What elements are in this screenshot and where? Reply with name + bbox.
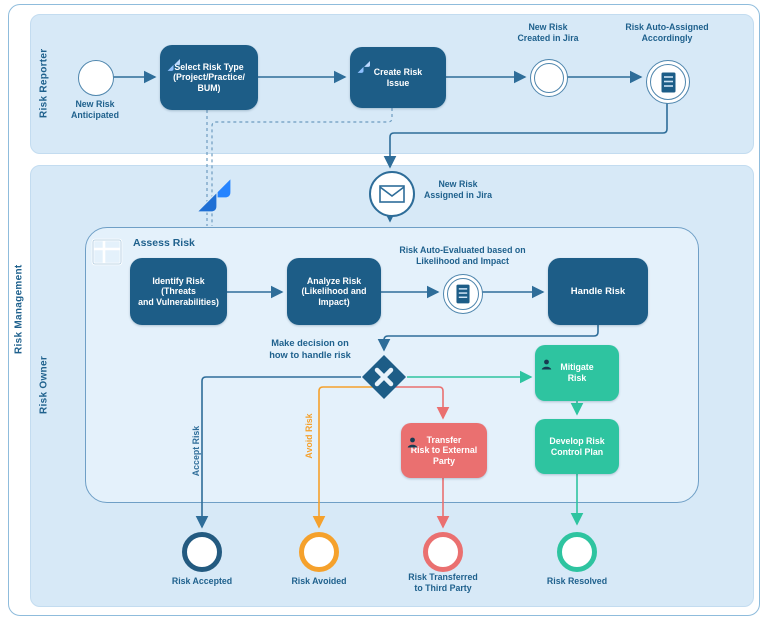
- list-document-icon: [661, 72, 675, 92]
- end-label-risk-resolved: Risk Resolved: [546, 576, 608, 586]
- event-risk-auto-evaluated[interactable]: [443, 274, 483, 314]
- event-inner-ring: [534, 63, 564, 93]
- task-mitigate-risk[interactable]: Mitigate Risk: [535, 345, 619, 401]
- end-label-risk-avoided: Risk Avoided: [291, 576, 347, 586]
- task-handle-risk[interactable]: Handle Risk: [548, 258, 648, 325]
- end-event-risk-avoided[interactable]: [299, 532, 339, 572]
- task-create-risk-issue[interactable]: Create Risk Issue: [350, 47, 446, 108]
- jira-icon: [356, 50, 371, 76]
- end-label-risk-transferred: Risk Transferred to Third Party: [408, 572, 478, 593]
- event-created-label: New Risk Created in Jira: [517, 22, 579, 43]
- event-new-risk-created[interactable]: [530, 59, 568, 97]
- envelope-icon: [379, 185, 405, 203]
- task-develop-plan-label: Develop Risk Control Plan: [549, 435, 605, 457]
- subprocess-title: Assess Risk: [133, 237, 195, 249]
- task-identify-risk-label: Identify Risk (Threats and Vulnerabiliti…: [138, 275, 219, 307]
- task-develop-risk-control-plan[interactable]: Develop Risk Control Plan: [535, 419, 619, 474]
- lane-risk-owner-label: Risk Owner: [38, 355, 50, 415]
- event-inner-ring: [650, 64, 686, 100]
- task-transfer-risk[interactable]: Transfer Risk to External Party: [401, 423, 487, 478]
- edge-label-avoid-risk: Avoid Risk: [304, 413, 314, 459]
- task-create-risk-issue-label: Create Risk Issue: [373, 66, 423, 88]
- table-icon: [91, 238, 123, 271]
- end-event-risk-accepted[interactable]: [182, 532, 222, 572]
- event-auto-assigned-label: Risk Auto-Assigned Accordingly: [625, 22, 709, 43]
- event-risk-auto-assigned[interactable]: [646, 60, 690, 104]
- gateway-label: Make decision on how to handle risk: [269, 338, 351, 360]
- jira-icon: [166, 48, 181, 74]
- start-event-label: New Risk Anticipated: [71, 99, 119, 120]
- end-label-risk-accepted: Risk Accepted: [171, 576, 233, 586]
- message-event-label: New Risk Assigned in Jira: [424, 179, 492, 200]
- pool-label: Risk Management: [13, 264, 25, 354]
- event-inner-ring: [447, 278, 479, 310]
- edge-label-accept-risk: Accept Risk: [191, 425, 201, 477]
- task-identify-risk[interactable]: Identify Risk (Threats and Vulnerabiliti…: [130, 258, 227, 325]
- start-event-new-risk[interactable]: [78, 60, 114, 96]
- jira-logo-icon: [191, 175, 235, 224]
- lane-risk-reporter-label: Risk Reporter: [38, 48, 50, 118]
- end-event-risk-transferred[interactable]: [423, 532, 463, 572]
- task-select-risk-type[interactable]: Select Risk Type (Project/Practice/ BUM): [160, 45, 258, 110]
- task-analyze-risk-label: Analyze Risk (Likelihood and Impact): [301, 275, 367, 307]
- task-select-risk-type-label: Select Risk Type (Project/Practice/ BUM): [173, 61, 245, 93]
- task-analyze-risk[interactable]: Analyze Risk (Likelihood and Impact): [287, 258, 381, 325]
- list-document-icon: [456, 284, 470, 304]
- message-event-assigned[interactable]: [369, 171, 415, 217]
- exclusive-gateway-x-icon: [374, 367, 394, 387]
- task-transfer-risk-label: Transfer Risk to External Party: [410, 434, 478, 466]
- user-icon: [541, 348, 552, 372]
- user-icon: [407, 426, 418, 450]
- exclusive-gateway[interactable]: [361, 354, 407, 405]
- event-auto-evaluated-label: Risk Auto-Evaluated based on Likelihood …: [399, 245, 526, 266]
- end-event-risk-resolved[interactable]: [557, 532, 597, 572]
- task-mitigate-risk-label: Mitigate Risk: [560, 362, 594, 383]
- task-handle-risk-label: Handle Risk: [570, 285, 626, 297]
